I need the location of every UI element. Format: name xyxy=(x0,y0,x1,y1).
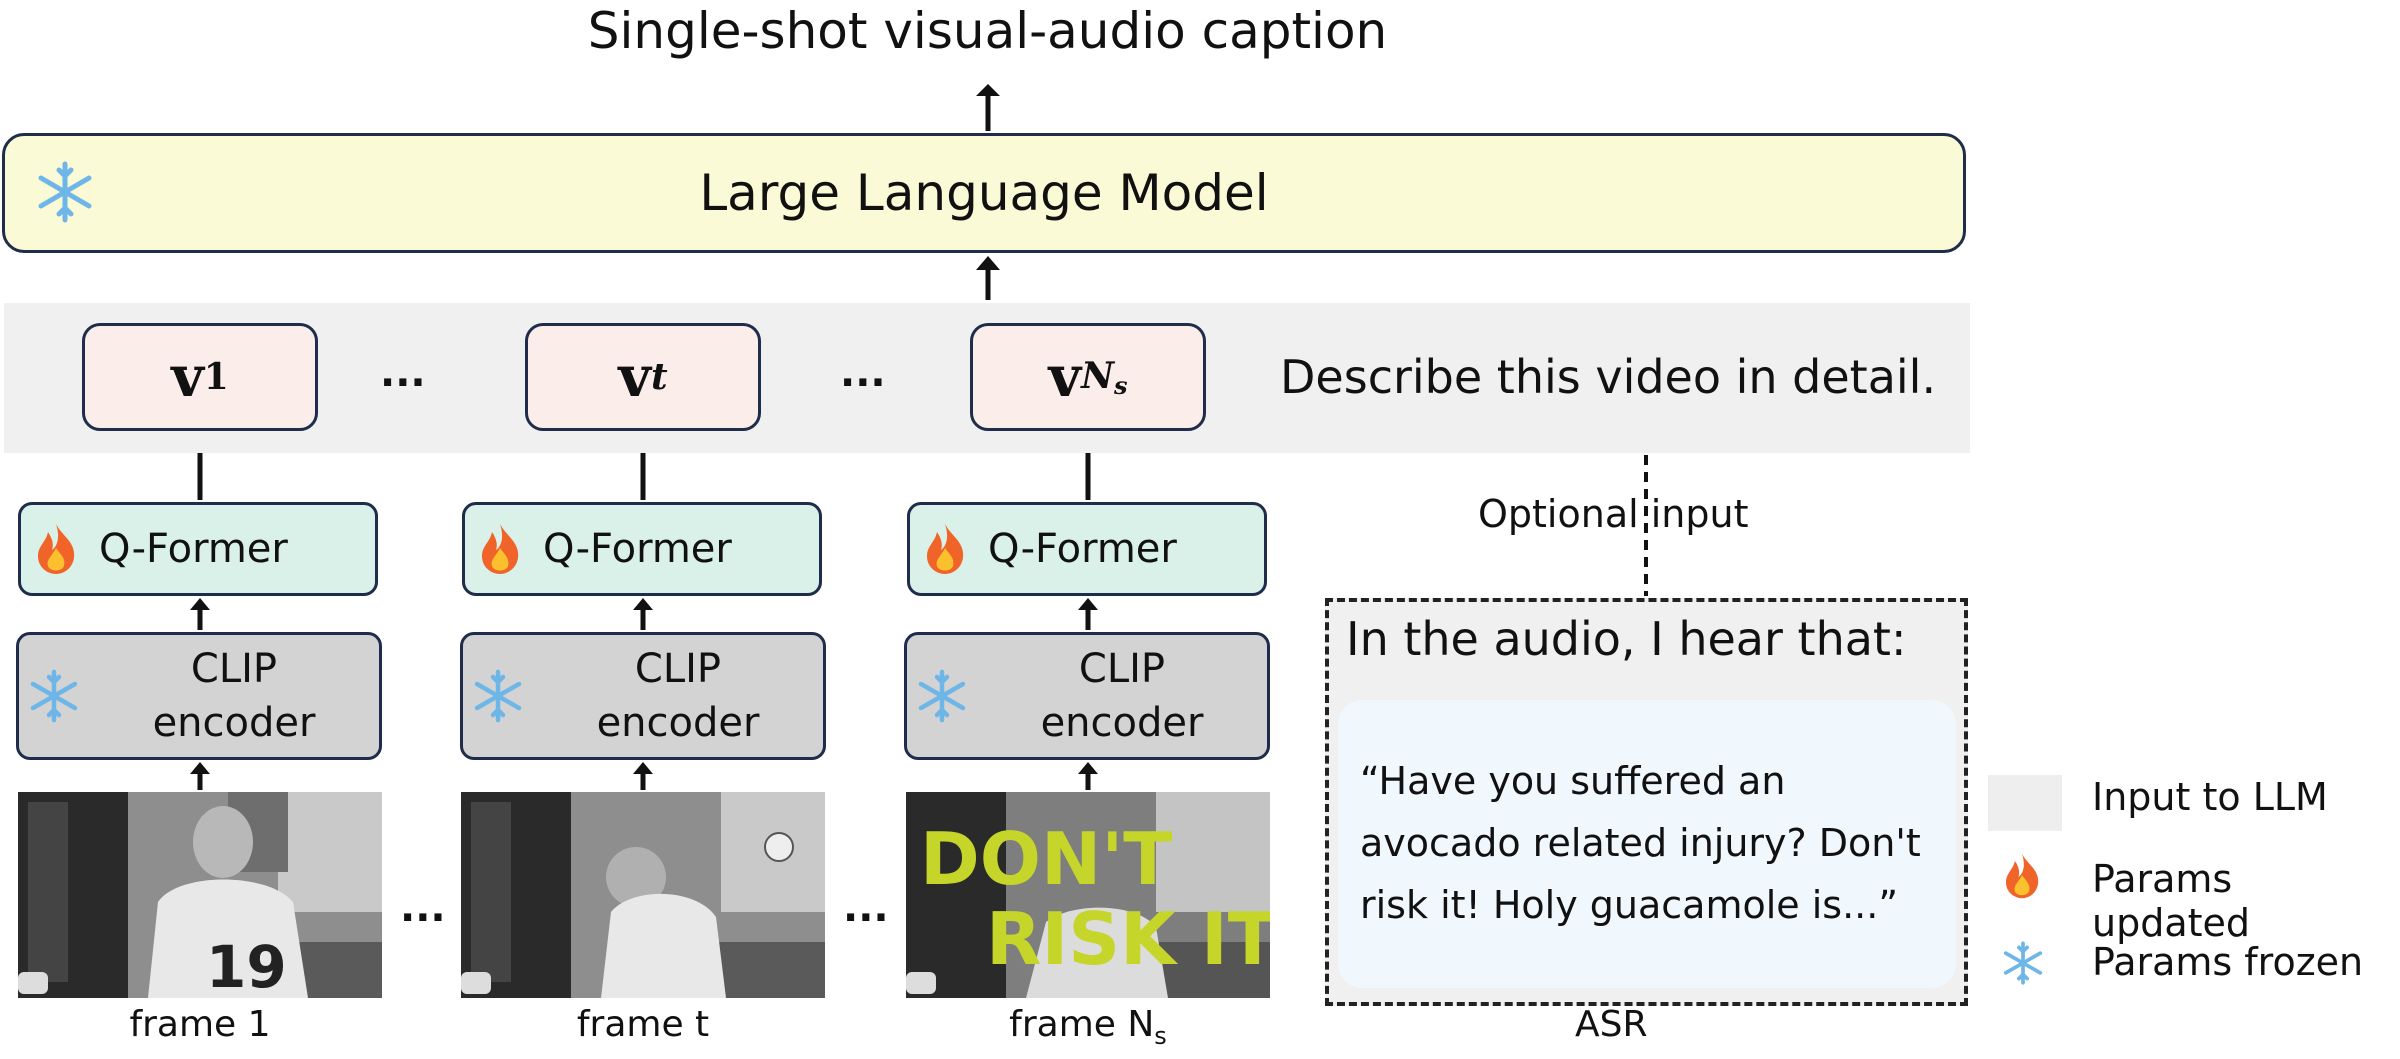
frame-label-t: frame t xyxy=(576,1004,710,1045)
frame-label-ns: frame Ns xyxy=(1009,1004,1167,1051)
qformer-box-ns: Q-Former xyxy=(907,502,1267,596)
token-ellipsis-1: ... xyxy=(380,350,426,396)
frame-ellipsis-2: ... xyxy=(843,885,889,931)
legend-label-updated: Params updated xyxy=(2092,857,2251,945)
svg-text:19: 19 xyxy=(206,933,287,998)
fire-icon xyxy=(21,522,91,576)
legend-label-frozen: Params frozen xyxy=(2092,940,2364,984)
fire-icon xyxy=(2000,852,2044,904)
qformer-label: Q-Former xyxy=(988,526,1177,572)
qformer-box-1: Q-Former xyxy=(18,502,378,596)
caption-title: Single-shot visual-audio caption xyxy=(587,2,1388,60)
legend-swatch-input xyxy=(1988,775,2062,831)
fire-icon xyxy=(910,522,980,576)
frame-label-1: frame 1 xyxy=(129,1004,271,1045)
qformer-box-t: Q-Former xyxy=(462,502,822,596)
snowflake-icon xyxy=(33,160,97,228)
video-frame-ns: DON'T RISK IT xyxy=(906,792,1270,998)
llm-label: Large Language Model xyxy=(699,164,1269,222)
optional-input-label: Optional input xyxy=(1478,492,1749,536)
asr-header: In the audio, I hear that: xyxy=(1346,612,1907,666)
text-prompt: Describe this video in detail. xyxy=(1280,350,1937,404)
legend-label-input: Input to LLM xyxy=(2092,775,2328,819)
frame-overlay-line2: RISK IT xyxy=(986,897,1270,981)
frame-overlay-line1: DON'T xyxy=(920,817,1172,901)
snowflake-icon xyxy=(907,668,977,724)
qformer-label: Q-Former xyxy=(99,526,288,572)
fire-icon xyxy=(465,522,535,576)
video-frame-t xyxy=(461,792,825,998)
asr-transcript: “Have you suffered an avocado related in… xyxy=(1338,700,1956,988)
frame-ellipsis-1: ... xyxy=(400,885,446,931)
llm-box: Large Language Model xyxy=(2,133,1966,253)
snowflake-icon xyxy=(463,668,533,724)
snowflake-icon xyxy=(2000,940,2046,990)
snowflake-icon xyxy=(19,668,89,724)
token-ellipsis-2: ... xyxy=(840,350,886,396)
qformer-label: Q-Former xyxy=(543,526,732,572)
video-frame-1: 19 xyxy=(18,792,382,998)
asr-label: ASR xyxy=(1575,1004,1648,1045)
